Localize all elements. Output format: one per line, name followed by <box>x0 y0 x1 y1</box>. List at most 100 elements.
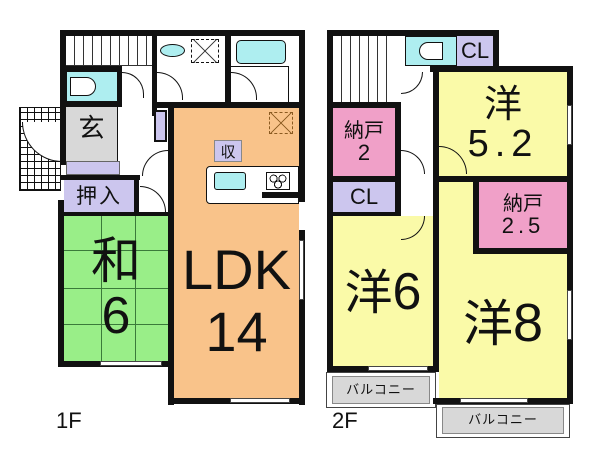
wall <box>473 248 573 254</box>
wall <box>134 175 139 213</box>
yo-5-2-label: 洋 <box>483 82 522 126</box>
nando-2-size: 2 <box>357 140 371 165</box>
kitchen-sink-icon <box>214 172 246 190</box>
tatami-line <box>135 216 136 361</box>
entrance-genkan: 玄 <box>66 107 118 161</box>
wall <box>66 102 122 107</box>
window <box>299 240 304 300</box>
wall <box>60 175 140 180</box>
washitsu-size: 6 <box>101 286 131 345</box>
wall <box>327 212 401 216</box>
balcony-right-inner: バルコニー <box>442 407 564 434</box>
wall <box>262 192 299 198</box>
door-swing <box>140 186 166 212</box>
wall <box>430 66 573 72</box>
wall <box>58 212 168 216</box>
washer-icon <box>191 39 219 63</box>
room-ldk: 収 LDK 14 <box>174 108 299 400</box>
tatami-line <box>101 216 102 361</box>
tatami-line <box>64 288 168 289</box>
tatami-line <box>64 324 168 325</box>
room-western-6: 洋6 <box>333 216 433 368</box>
door-swing <box>401 72 423 94</box>
balcony-left: バルコニー <box>326 372 436 408</box>
oshiire-label: 押入 <box>76 183 122 208</box>
yo-6-label: 洋6 <box>345 266 422 318</box>
sink-icon <box>160 44 185 57</box>
pantry-storage: 収 <box>214 140 242 162</box>
entrance-label: 玄 <box>78 114 105 144</box>
wall <box>299 30 305 202</box>
ldk-label: LDK <box>182 238 291 301</box>
room-washitsu: 和 6 <box>64 216 168 361</box>
wall <box>327 176 401 182</box>
kitchen-vent-icon <box>269 112 293 134</box>
balcony-left-label: バルコニー <box>346 382 416 398</box>
nando-2-5-label: 納戸 <box>503 191 543 215</box>
cl-left-label: CL <box>349 184 379 209</box>
room-nando-2-5: 納戸 2.5 <box>479 182 567 248</box>
washitsu-label: 和 <box>91 231 141 290</box>
closet-cl-top: CL <box>457 36 493 66</box>
wall <box>60 30 66 165</box>
staircase <box>66 36 152 66</box>
wall <box>118 71 122 102</box>
door-swing <box>142 150 168 176</box>
bathtub-icon <box>236 40 286 64</box>
yo-8-kanji: 洋 <box>462 295 513 353</box>
yo-8-label: 洋8 <box>463 296 543 350</box>
nando-2-label: 納戸 <box>344 118 384 142</box>
wall <box>66 66 122 71</box>
wall <box>433 66 439 182</box>
tatami-line <box>64 250 168 251</box>
hall-closet <box>154 110 167 142</box>
toilet-icon <box>70 77 96 96</box>
window <box>230 398 290 403</box>
wall <box>58 200 64 366</box>
ldk-size: 14 <box>205 300 268 363</box>
yo-6-kanji: 洋 <box>344 265 393 321</box>
bathtub-rim <box>231 66 289 102</box>
yo-6-size: 6 <box>392 263 422 321</box>
toilet-icon <box>419 42 443 60</box>
door-swing <box>401 150 425 174</box>
closet-cl-left: CL <box>333 182 395 212</box>
shoe-closet <box>66 161 120 175</box>
floor-2-label: 2F <box>332 408 358 433</box>
wall <box>433 176 573 182</box>
wall <box>152 36 157 116</box>
balcony-right-label: バルコニー <box>468 413 538 428</box>
wall <box>473 182 479 252</box>
window <box>567 290 572 340</box>
toilet-room <box>405 36 457 66</box>
nando-2-5-size: 2.5 <box>501 213 545 238</box>
balcony-left-inner: バルコニー <box>332 376 430 404</box>
staircase <box>333 36 393 102</box>
window <box>567 105 572 145</box>
wall <box>567 66 573 402</box>
stove-icon <box>266 172 290 190</box>
window <box>460 398 528 403</box>
yo-5-2-size: 5.2 <box>467 123 539 165</box>
balcony-right: バルコニー <box>436 404 570 438</box>
wall <box>152 102 305 108</box>
door-swing <box>122 72 144 98</box>
room-western-8-main: 洋8 <box>439 254 567 398</box>
wall <box>327 102 401 108</box>
wall <box>168 105 174 405</box>
storage-label: 収 <box>220 143 236 161</box>
wall <box>493 30 499 70</box>
wall <box>299 230 305 405</box>
floor-1-label: 1F <box>56 408 82 433</box>
window <box>368 366 428 371</box>
wall <box>327 30 499 36</box>
yo-8-size: 8 <box>512 293 544 353</box>
cl-top-label: CL <box>460 38 490 63</box>
wall <box>225 36 231 102</box>
wall <box>433 182 439 372</box>
window <box>100 361 162 366</box>
room-nando-2: 納戸 2 <box>333 108 395 176</box>
room-western-5-2: 洋 5.2 <box>439 72 567 176</box>
wall <box>60 30 305 36</box>
closet-oshiire: 押入 <box>64 180 134 212</box>
